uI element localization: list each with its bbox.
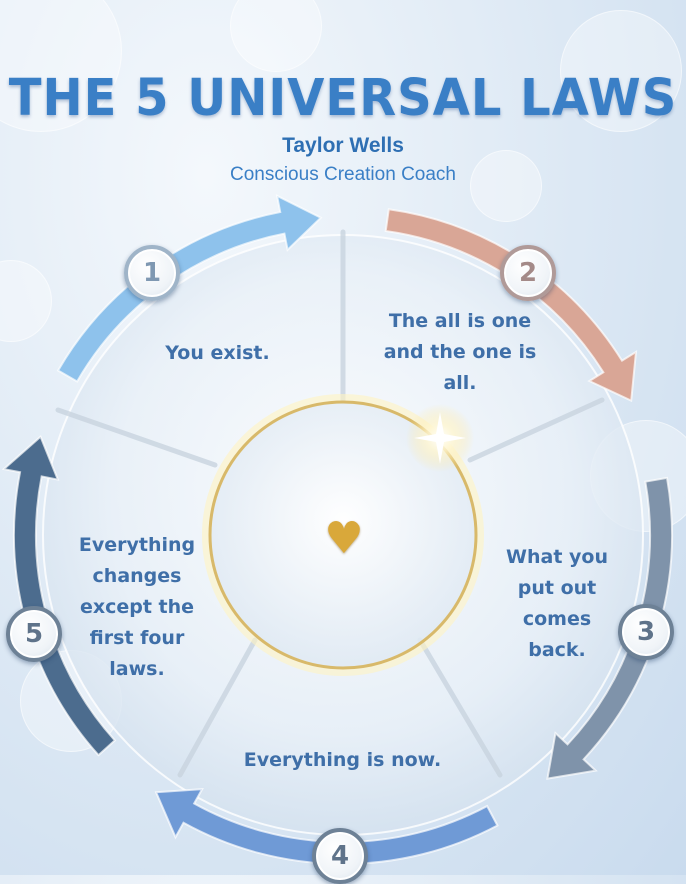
center-ring	[208, 400, 478, 670]
law-1-text: You exist.	[140, 338, 295, 369]
center-ring-glow	[202, 394, 484, 676]
law-3-line: What you	[506, 546, 608, 568]
sparkle-star	[414, 412, 466, 464]
law-4-text: Everything is now.	[220, 745, 465, 776]
law-3-line: back.	[528, 639, 586, 661]
divider-4	[177, 637, 258, 778]
law-5-line: laws.	[109, 658, 165, 680]
law-2-line: The all is one	[388, 310, 532, 332]
cycle-arrow-2	[384, 208, 638, 403]
law-1-number-badge: 1	[124, 245, 180, 301]
law-4-line: Everything is now.	[243, 749, 442, 771]
law-3-number-badge: 3	[618, 604, 674, 660]
law-3-line: comes	[522, 608, 592, 630]
law-1-line: You exist.	[165, 342, 270, 364]
law-2-number-badge: 2	[500, 245, 556, 301]
law-5-line: first four	[89, 627, 185, 649]
law-4-number-badge: 4	[312, 828, 368, 884]
law-5-line: except the	[79, 596, 195, 618]
law-3-text: What you put out comes back.	[492, 542, 622, 666]
divider-3	[417, 637, 503, 778]
law-5-number-badge: 5	[6, 606, 62, 662]
author-name: Taylor Wells	[282, 134, 404, 157]
divider-5	[55, 407, 218, 468]
law-2-line: and the one is	[383, 341, 537, 363]
law-3-line: put out	[517, 577, 597, 599]
heart-icon: ♥	[324, 513, 364, 564]
cycle-arrow-5	[1, 435, 117, 757]
law-5-line: changes	[92, 565, 182, 587]
law-5-text: Everything changes except the first four…	[62, 530, 212, 685]
law-2-text: The all is one and the one is all.	[370, 306, 550, 399]
page-title: THE 5 UNIVERSAL LAWS	[8, 68, 678, 128]
author-subtitle: Conscious Creation Coach	[229, 164, 456, 185]
cycle-arrow-4	[154, 787, 499, 865]
law-5-line: Everything	[78, 534, 196, 556]
law-2-line: all.	[443, 372, 477, 394]
cycle-arrow-1	[56, 194, 323, 383]
segment-dividers	[55, 229, 605, 778]
divider-2	[467, 397, 605, 463]
